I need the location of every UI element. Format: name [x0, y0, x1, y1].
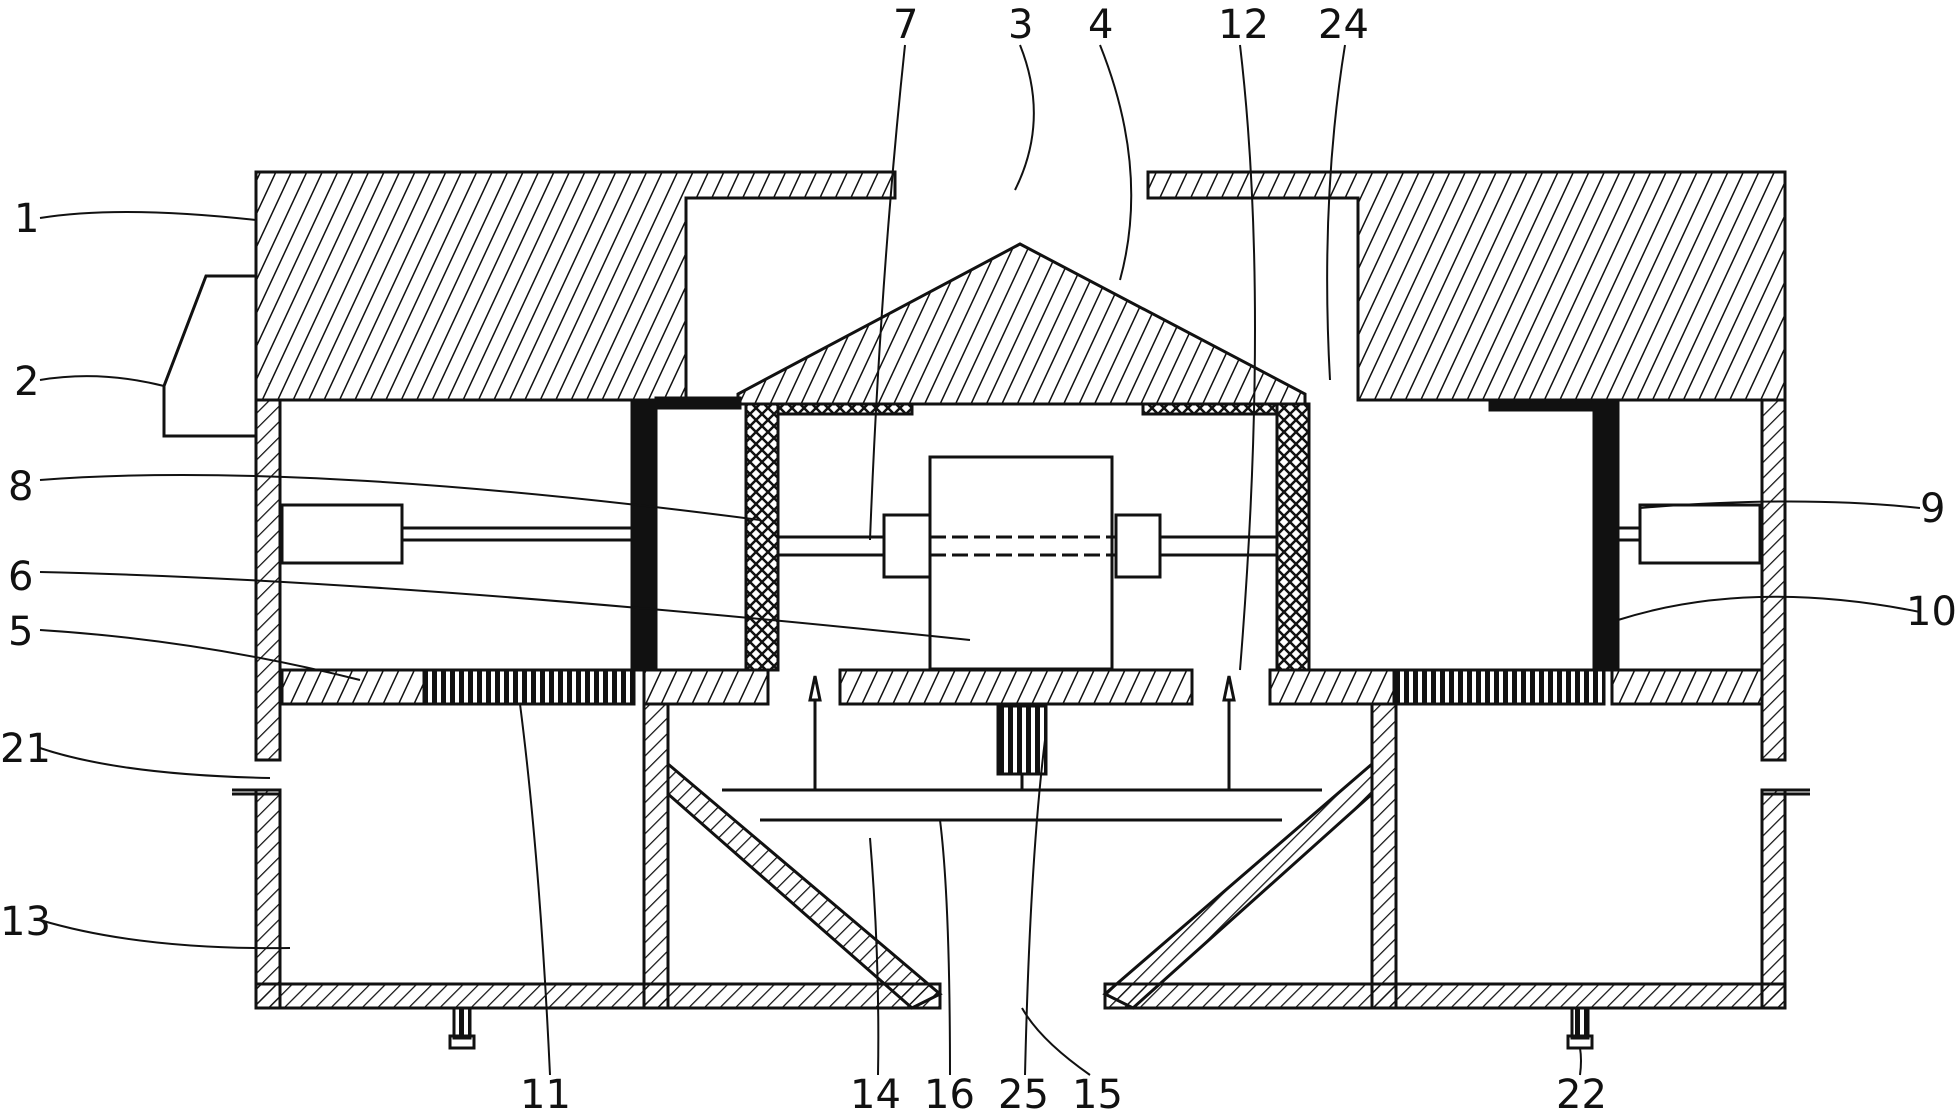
label-14: 14: [850, 1072, 901, 1118]
label-25: 25: [998, 1072, 1049, 1118]
label-4: 4: [1088, 2, 1113, 48]
perforated-plate-left: [422, 668, 636, 706]
inner-lower-wall-left: [642, 702, 670, 1010]
left-movable-plate: [630, 400, 658, 672]
label-12: 12: [1218, 2, 1269, 48]
roof-cover: [736, 242, 1307, 406]
side-bracket: [162, 274, 256, 438]
inner-lower-wall-right: [1370, 702, 1398, 1010]
label-13: 13: [0, 899, 51, 945]
label-24: 24: [1318, 2, 1369, 48]
label-9: 9: [1920, 486, 1945, 532]
right-actuator: [1638, 503, 1762, 565]
right-movable-plate: [1592, 400, 1620, 672]
plate-left-solid: [280, 668, 426, 706]
label-6: 6: [8, 554, 33, 600]
label-8: 8: [8, 464, 33, 510]
label-15: 15: [1072, 1072, 1123, 1118]
label-2: 2: [14, 359, 39, 405]
label-1: 1: [14, 196, 39, 242]
drain-valve-right: [1570, 1006, 1590, 1040]
bearing-right: [1114, 513, 1162, 579]
plate-left-inner: [642, 668, 770, 706]
left-inclined-guide: [666, 760, 943, 1010]
inner-wall-right: [1275, 402, 1311, 672]
plate-right-solid: [1610, 668, 1764, 706]
bearing-left: [882, 513, 932, 579]
left-actuator: [280, 503, 404, 565]
plate-right-inner: [1268, 668, 1396, 706]
rotor-block: [928, 455, 1114, 671]
label-7: 7: [893, 2, 918, 48]
label-16: 16: [924, 1072, 975, 1118]
bottom-floor-right: [1103, 982, 1787, 1010]
inner-wall-left: [744, 402, 780, 672]
right-inclined-guide: [1102, 760, 1374, 1010]
label-3: 3: [1008, 2, 1033, 48]
plate-center: [838, 668, 1194, 706]
drain-valve-left: [452, 1006, 472, 1040]
right-side-wall: [1760, 398, 1787, 762]
label-5: 5: [8, 609, 33, 655]
label-10: 10: [1906, 589, 1957, 635]
leader-lines: [39, 44, 1921, 1076]
label-21: 21: [0, 726, 51, 772]
perforated-plate-right: [1392, 668, 1606, 706]
bottom-floor-left: [254, 982, 942, 1010]
motor: [996, 704, 1048, 776]
label-11: 11: [520, 1072, 571, 1118]
label-22: 22: [1556, 1072, 1607, 1118]
